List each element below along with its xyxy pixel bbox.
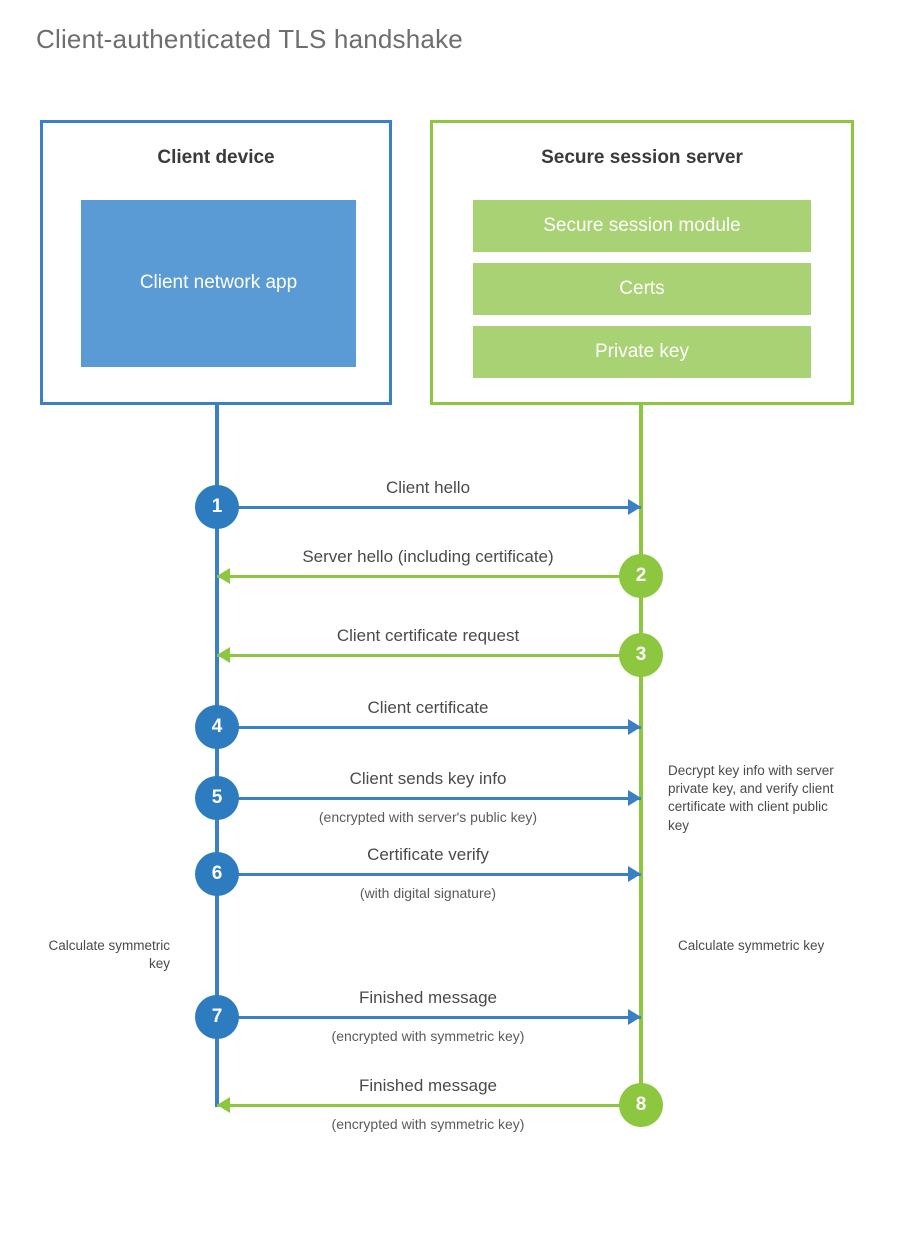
- message-arrow-head-8: [217, 1097, 230, 1113]
- message-arrow-line-7: [217, 1016, 641, 1019]
- message-label-6: Certificate verify: [367, 845, 489, 864]
- server-component-private-key: Private key: [473, 326, 811, 378]
- message-arrow-head-7: [628, 1009, 641, 1025]
- message-arrow-head-5: [628, 790, 641, 806]
- step-badge-4[interactable]: 4: [195, 705, 239, 749]
- server-lifeline: [639, 405, 643, 1107]
- message-label-5: Client sends key info: [349, 769, 507, 788]
- message-arrow-line-1: [217, 506, 641, 509]
- note-decrypt-key-info: Decrypt key info with server private key…: [668, 763, 834, 833]
- message-arrow-head-2: [217, 568, 230, 584]
- message-arrow-line-8: [217, 1104, 641, 1107]
- message-sublabel-7: (encrypted with symmetric key): [331, 1028, 525, 1044]
- step-badge-3[interactable]: 3: [619, 633, 663, 677]
- message-label-2: Server hello (including certificate): [302, 547, 554, 566]
- secure-session-server-box: Secure session server Secure session mod…: [430, 120, 854, 405]
- server-component-certs: Certs: [473, 263, 811, 315]
- client-lifeline: [215, 405, 219, 1107]
- server-component-secure-session-module: Secure session module: [473, 200, 811, 252]
- client-device-title: Client device: [157, 147, 275, 168]
- message-label-4: Client certificate: [367, 698, 489, 717]
- client-network-app-block: Client network app: [81, 200, 356, 367]
- message-arrow-head-6: [628, 866, 641, 882]
- step-badge-6[interactable]: 6: [195, 852, 239, 896]
- step-badge-2[interactable]: 2: [619, 554, 663, 598]
- message-arrow-line-4: [217, 726, 641, 729]
- message-label-8: Finished message: [359, 1076, 497, 1095]
- message-arrow-line-6: [217, 873, 641, 876]
- message-sublabel-6: (with digital signature): [359, 885, 497, 901]
- message-arrow-line-5: [217, 797, 641, 800]
- message-label-7: Finished message: [359, 988, 497, 1007]
- client-device-box: Client device Client network app: [40, 120, 392, 405]
- note-calculate-symmetric-key-server: Calculate symmetric key: [678, 938, 825, 953]
- message-label-3: Client certificate request: [336, 626, 520, 645]
- secure-session-server-title: Secure session server: [541, 147, 743, 168]
- note-calculate-symmetric-key-client: Calculate symmetric key: [48, 938, 170, 972]
- step-badge-5[interactable]: 5: [195, 776, 239, 820]
- message-arrow-head-3: [217, 647, 230, 663]
- message-label-1: Client hello: [385, 478, 471, 497]
- message-arrow-line-2: [217, 575, 641, 578]
- step-badge-8[interactable]: 8: [619, 1083, 663, 1127]
- message-sublabel-8: (encrypted with symmetric key): [331, 1116, 525, 1132]
- message-arrow-head-1: [628, 499, 641, 515]
- message-sublabel-5: (encrypted with server's public key): [318, 809, 538, 825]
- message-arrow-line-3: [217, 654, 641, 657]
- page-title: Client-authenticated TLS handshake: [36, 24, 463, 54]
- message-arrow-head-4: [628, 719, 641, 735]
- step-badge-7[interactable]: 7: [195, 995, 239, 1039]
- step-badge-1[interactable]: 1: [195, 485, 239, 529]
